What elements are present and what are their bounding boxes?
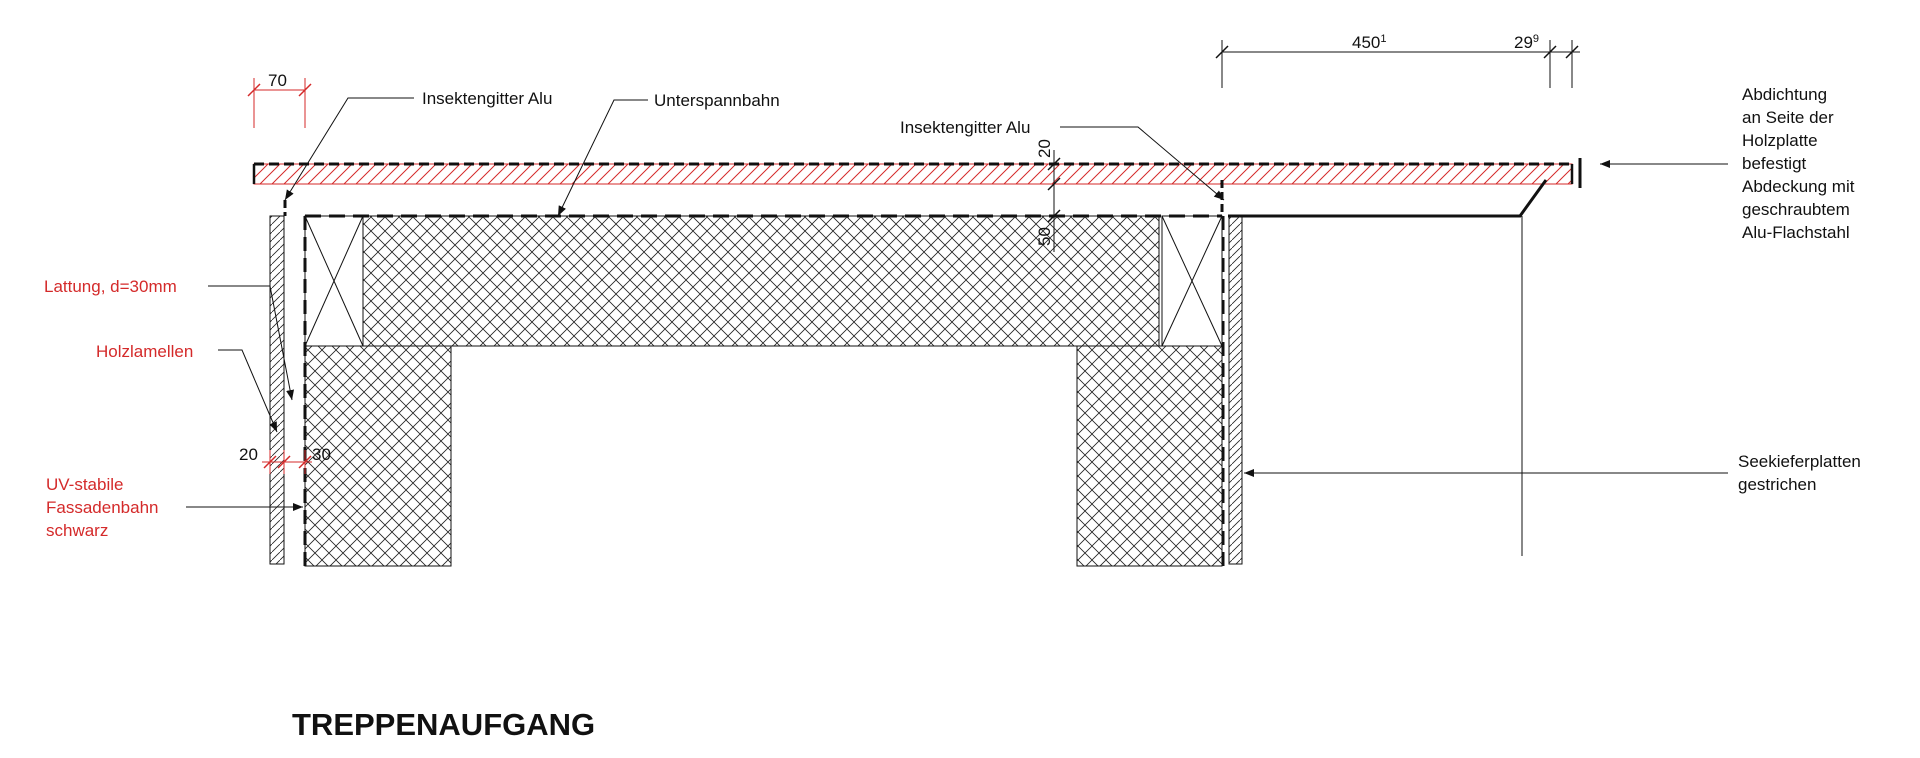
svg-text:20: 20 bbox=[1035, 139, 1054, 158]
left-facade bbox=[269, 215, 307, 566]
dimension-vertical: 20 50 bbox=[1035, 139, 1061, 252]
dim-29: 299 bbox=[1514, 33, 1539, 52]
label-insektengitter-right: Insektengitter Alu bbox=[900, 118, 1030, 137]
svg-text:30: 30 bbox=[312, 445, 331, 464]
dimension-top-right: 4501 299 bbox=[1215, 33, 1580, 88]
upper-insulation bbox=[362, 215, 1160, 347]
label-uv-fassadenbahn: UV-stabile Fassadenbahn schwarz bbox=[46, 475, 163, 540]
right-facade bbox=[1221, 215, 1243, 566]
alu-flat-steel bbox=[1228, 179, 1548, 218]
dim-450: 4501 bbox=[1352, 33, 1387, 52]
membrane bbox=[283, 180, 1224, 218]
leaders bbox=[186, 97, 1728, 511]
svg-text:70: 70 bbox=[268, 71, 287, 90]
roof-plate bbox=[252, 158, 1582, 188]
left-column-insulation bbox=[304, 345, 452, 567]
dimension-70: 70 bbox=[247, 71, 312, 128]
label-holzlamellen: Holzlamellen bbox=[96, 342, 193, 361]
label-insektengitter-left: Insektengitter Alu bbox=[422, 89, 552, 108]
drawing-title: TREPPENAUFGANG bbox=[292, 707, 595, 742]
label-unterspannbahn: Unterspannbahn bbox=[654, 91, 780, 110]
right-column-insulation bbox=[1076, 345, 1223, 567]
dimension-20-30: 20 30 bbox=[239, 445, 331, 474]
beam-right bbox=[1161, 215, 1223, 347]
svg-text:20: 20 bbox=[239, 445, 258, 464]
svg-text:50: 50 bbox=[1035, 227, 1054, 246]
label-lattung: Lattung, d=30mm bbox=[44, 277, 177, 296]
label-abdichtung: Abdichtung an Seite der Holzplatte befes… bbox=[1742, 85, 1859, 242]
beam-left bbox=[304, 215, 364, 347]
label-seekieferplatten: Seekieferplatten gestrichen bbox=[1738, 452, 1866, 494]
